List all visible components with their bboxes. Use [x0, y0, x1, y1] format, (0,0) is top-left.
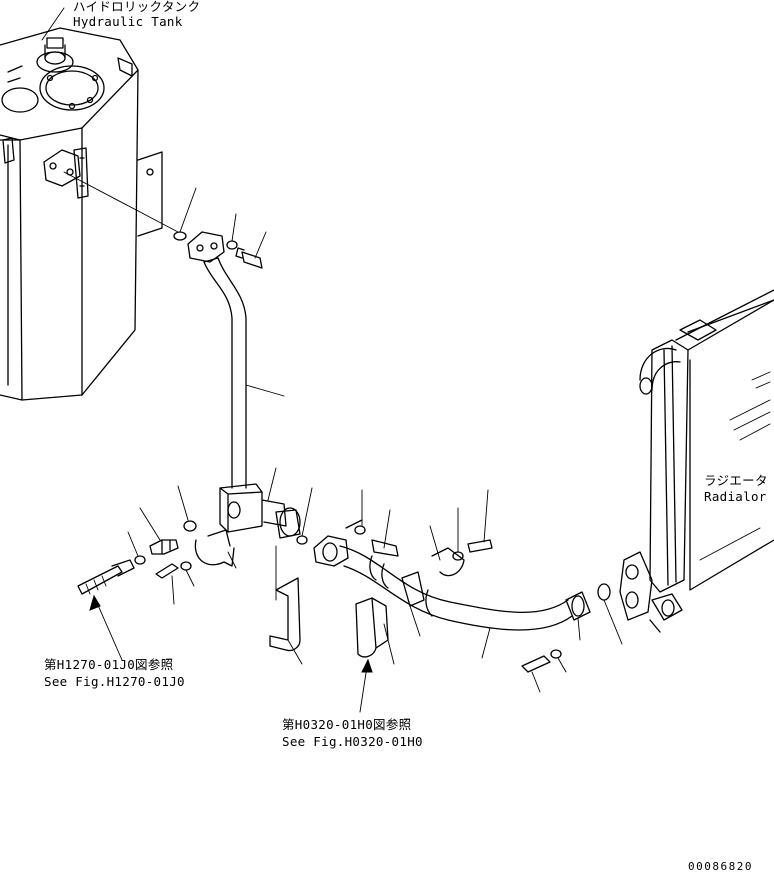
tank-label-english: Hydraulic Tank	[73, 14, 183, 29]
left-fittings	[77, 485, 313, 665]
hydraulic-tank	[0, 27, 179, 401]
radiator-label-japanese: ラジエータ	[704, 473, 768, 488]
reference-1-japanese: 第H1270-01J0図参照	[44, 657, 174, 672]
vertical-pipe	[203, 257, 301, 539]
reference-2-japanese: 第H0320-01H0図参照	[282, 717, 412, 732]
reference-2-english: See Fig.H0320-01H0	[282, 734, 423, 749]
hose-assembly	[313, 489, 623, 713]
reference-1-english: See Fig.H1270-01J0	[44, 674, 185, 689]
radiator	[619, 289, 774, 633]
upper-fittings	[173, 187, 267, 269]
radiator-label-english: Radialor	[704, 489, 767, 504]
tank-leader-line	[41, 7, 65, 41]
tank-label-japanese: ハイドロリックタンク	[73, 0, 201, 14]
drawing-number: 00086820	[688, 860, 753, 873]
